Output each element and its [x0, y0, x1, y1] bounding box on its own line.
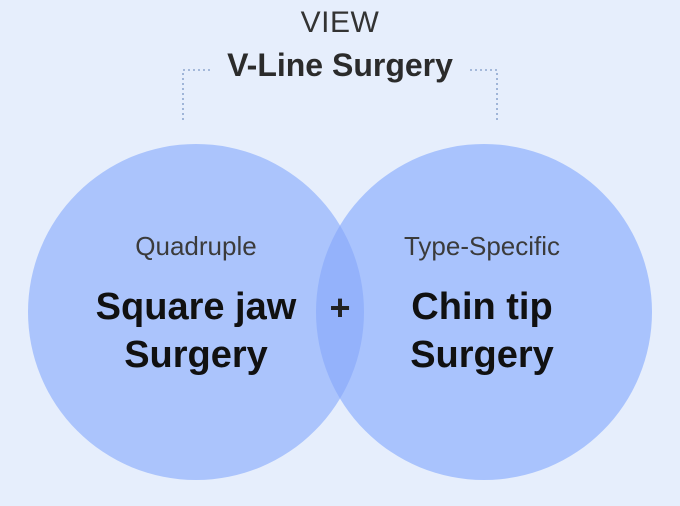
right-circle-title: Chin tip Surgery [332, 283, 632, 379]
left-circle [28, 144, 364, 480]
header-bracket [182, 69, 498, 120]
right-circle-title-line1: Chin tip [411, 286, 553, 328]
left-circle-title: Square jaw Surgery [46, 283, 346, 379]
plus-operator: + [329, 287, 351, 328]
header-title: V-Line Surgery [227, 47, 453, 83]
right-circle-subtitle: Type-Specific [403, 231, 561, 261]
left-circle-subtitle: Quadruple [135, 231, 257, 261]
right-circle [316, 144, 652, 480]
header-brand: VIEW [300, 6, 380, 39]
right-circle-title-line2: Surgery [410, 334, 554, 376]
left-circle-title-line2: Surgery [124, 334, 268, 376]
left-circle-title-line1: Square jaw [95, 286, 297, 328]
